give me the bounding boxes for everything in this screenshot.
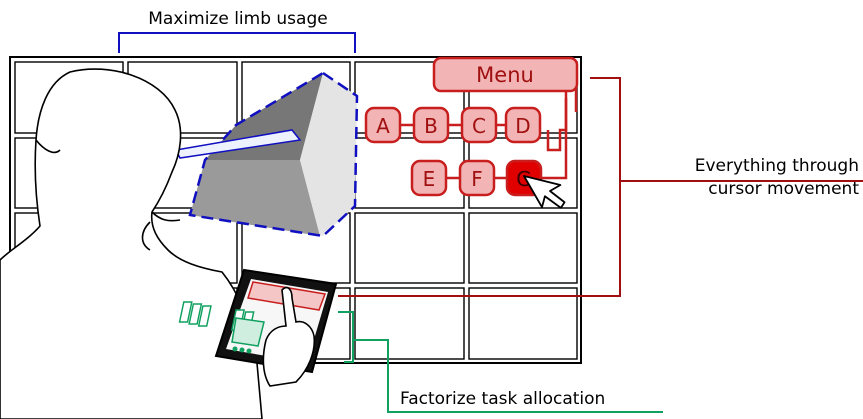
wall-menu: Menu A B C D E F G — [364, 56, 579, 209]
right-annotation-line-2: cursor movement — [708, 179, 859, 199]
right-annotation-line-1: Everything through — [695, 156, 859, 176]
top-annotation-label: Maximize limb usage — [148, 9, 327, 29]
menu-option-a[interactable] — [364, 106, 402, 144]
menu-option-c[interactable] — [460, 106, 498, 144]
green-connector — [353, 339, 663, 413]
menu-option-f[interactable] — [458, 159, 496, 197]
red-connector — [338, 77, 621, 297]
menu-option-e[interactable] — [410, 159, 448, 197]
menu-option-d-label: D — [515, 114, 530, 138]
limb-usage-annotation: Maximize limb usage — [118, 9, 356, 53]
hand — [262, 286, 316, 387]
task-allocation-annotation: Factorize task allocation — [338, 311, 663, 413]
tablet-dots — [232, 346, 252, 354]
tablet — [178, 268, 338, 387]
tablet-object-preview — [231, 317, 265, 347]
person-silhouette — [0, 68, 263, 419]
mouse-cursor-icon — [523, 175, 566, 209]
cursor-annotation: Everything through cursor movement — [338, 77, 863, 297]
menu-option-d[interactable] — [504, 106, 542, 144]
person-body — [0, 68, 263, 419]
cube-side-face — [300, 73, 357, 236]
green-bracket — [338, 311, 354, 363]
menu-row-1: A B C D — [364, 106, 542, 144]
menu-option-f-label: F — [471, 167, 483, 191]
menu-option-b[interactable] — [412, 106, 450, 144]
bottom-annotation-label: Factorize task allocation — [400, 389, 605, 409]
menu-option-b-label: B — [424, 114, 438, 138]
3d-cube-object — [174, 71, 359, 238]
menu-option-e-label: E — [423, 167, 436, 191]
menu-option-a-label: A — [376, 114, 390, 138]
menu-button[interactable] — [432, 56, 579, 93]
menu-option-g-label: G — [516, 167, 532, 191]
menu-option-c-label: C — [472, 114, 486, 138]
menu-row-2: E F G — [410, 159, 548, 197]
blue-bracket — [118, 32, 356, 53]
menu-label: Menu — [476, 63, 534, 87]
cube-front-face — [190, 160, 320, 236]
selection-outline — [188, 71, 359, 238]
